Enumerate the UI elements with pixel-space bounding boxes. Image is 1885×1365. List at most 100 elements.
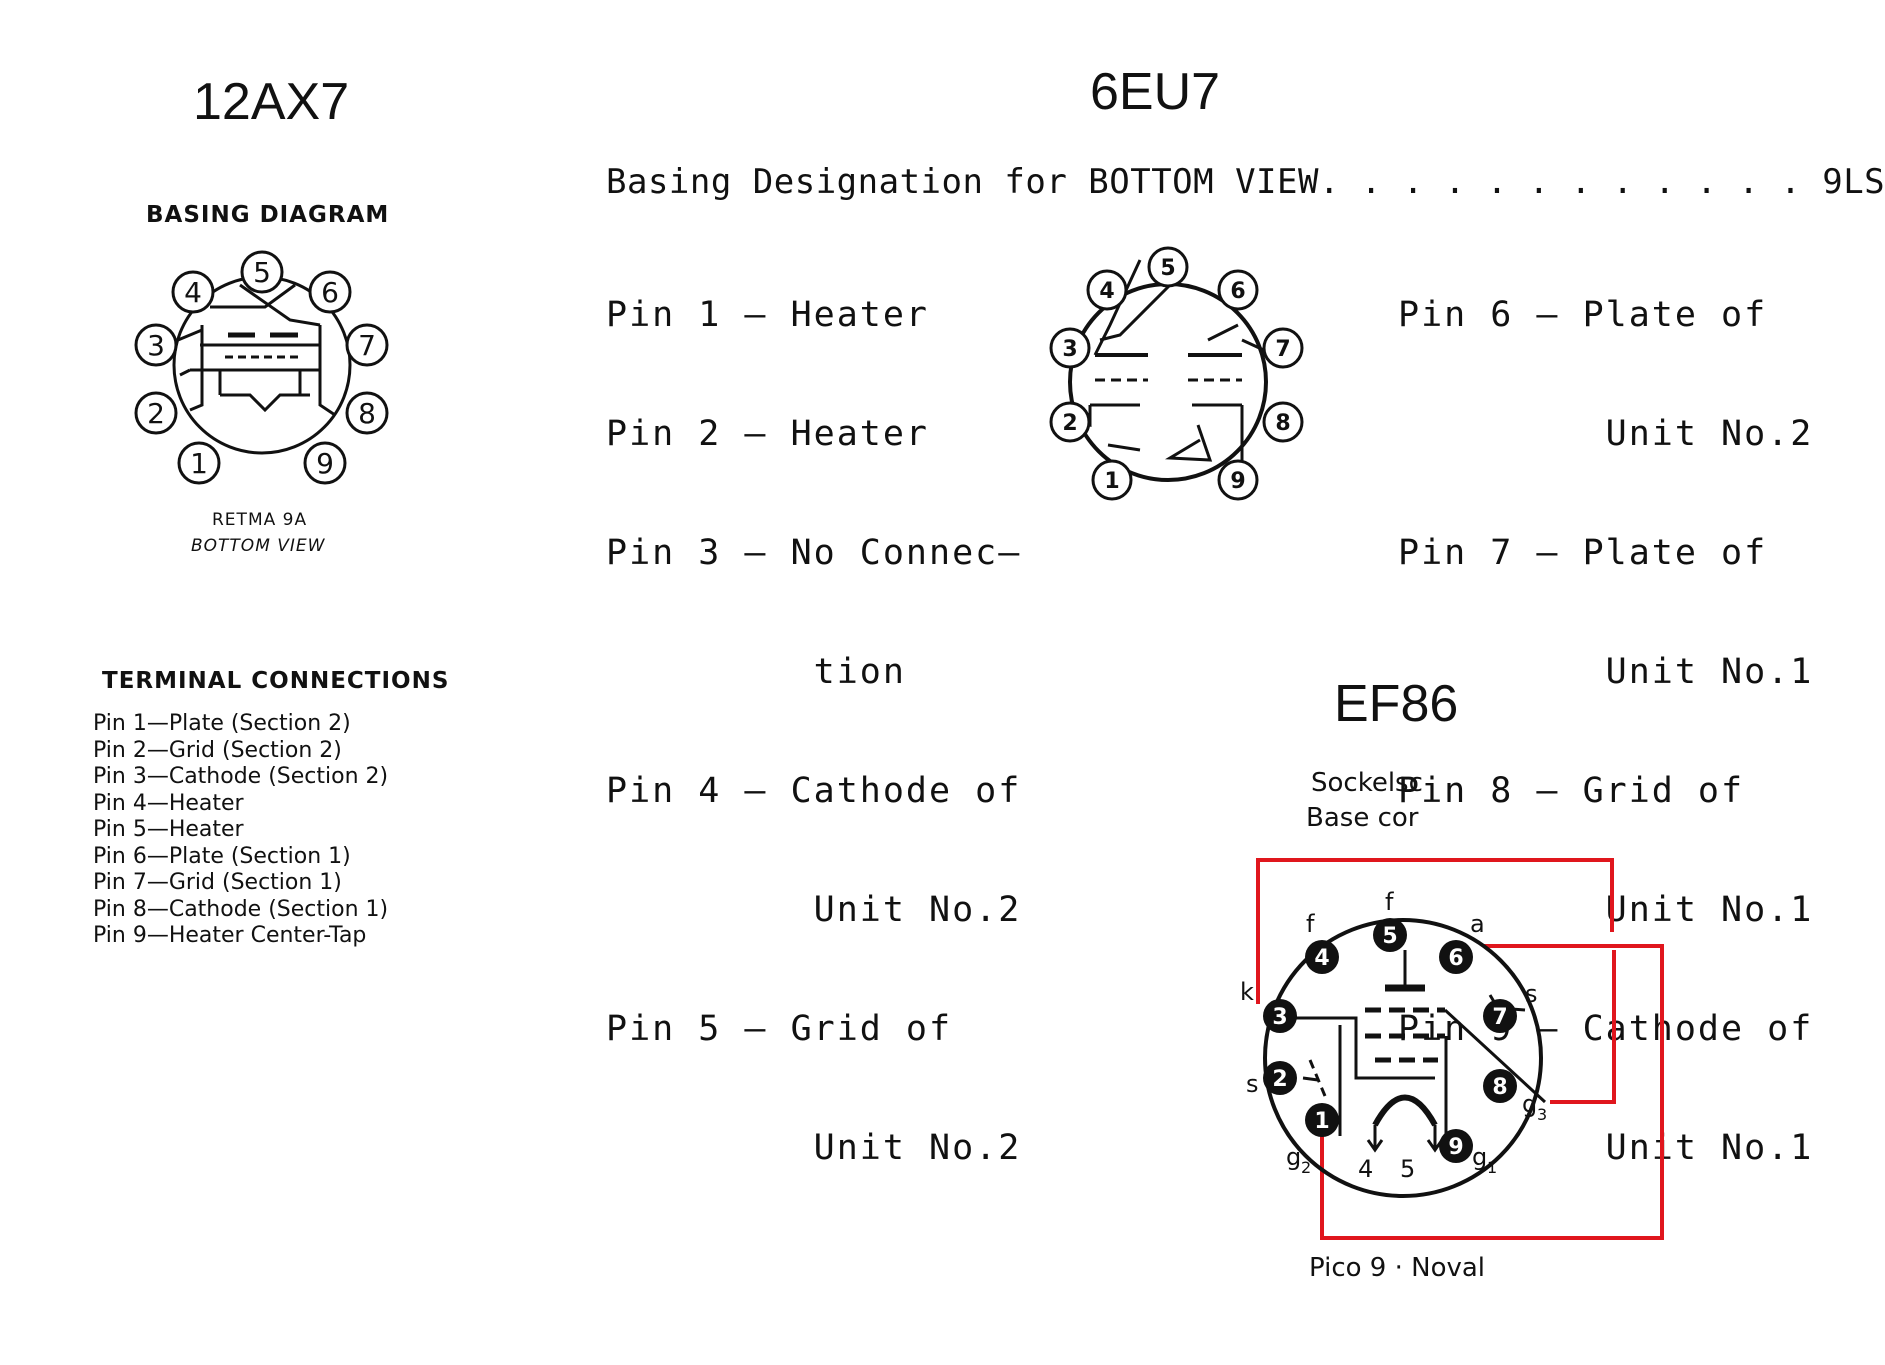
basing-designation-line: Basing Designation for BOTTOM VIEW. . . …: [606, 162, 1885, 202]
right-pin-line-2: Unit No.2: [1398, 414, 1814, 454]
pin-6-label: 6: [321, 276, 339, 309]
base-circle: [1068, 282, 1268, 482]
pin-4-label: 4: [1099, 279, 1114, 304]
pin-3: 3: [1049, 327, 1091, 369]
label-g2-sub: 2: [1301, 1158, 1311, 1177]
pin-6: 6: [1217, 269, 1259, 311]
pin-2-label: 2: [147, 397, 165, 430]
pin-7: 7: [1483, 999, 1517, 1033]
terminal-line-8: Pin 8—Cathode (Section 1): [93, 896, 389, 922]
pin-2: 2: [1049, 401, 1091, 443]
right-pin-line-5: Pin 8 – Grid of: [1398, 771, 1745, 811]
ef86-footer: Pico 9 · Noval: [1309, 1253, 1486, 1283]
terminal-line-9: Pin 9—Heater Center-Tap: [93, 923, 367, 948]
terminal-line-1: Pin 1—Plate (Section 2): [93, 711, 351, 736]
pin-list-left: Pin 1 – Heater Pin 2 – Heater Pin 3 – No…: [606, 216, 1021, 1248]
pin-9-label: 9: [1230, 469, 1245, 494]
pin-8: 8: [1483, 1069, 1517, 1103]
pin-6: 6: [308, 270, 352, 314]
left-pin-line-1: Pin 1 – Heater: [606, 295, 930, 335]
pin-6: 6: [1439, 940, 1473, 974]
pin-9: 9: [1217, 459, 1259, 501]
pin-3-label: 3: [1272, 1005, 1287, 1030]
label-g1-sub: 1: [1487, 1158, 1497, 1177]
bottom-view-caption: BOTTOM VIEW: [191, 536, 326, 556]
left-pin-line-6: Unit No.2: [606, 890, 1022, 930]
base-circle: [1263, 918, 1543, 1198]
pin-4: 4: [1305, 940, 1339, 974]
triode-elements: [177, 283, 336, 417]
title-12ax7: 12AX7: [193, 73, 350, 131]
pin-9: 9: [1439, 1129, 1473, 1163]
pin-7: 7: [345, 323, 389, 367]
base-label-line-1: Sockelsc: [1311, 768, 1423, 798]
pin-5: 5: [1373, 918, 1407, 952]
pin-5: 5: [1147, 246, 1189, 288]
right-pin-line-6: Unit No.1: [1398, 890, 1814, 930]
pin-7-label: 7: [1492, 1005, 1507, 1030]
right-pin-line-1: Pin 6 – Plate of: [1398, 295, 1768, 335]
terminal-line-3: Pin 3—Cathode (Section 2): [93, 764, 389, 789]
pin-4-label: 4: [184, 276, 202, 309]
terminal-line-5: Pin 5—Heater: [93, 817, 244, 842]
title-6eu7: 6EU7: [1090, 63, 1221, 121]
pin-9-label: 9: [1448, 1135, 1463, 1160]
pin-1-label: 1: [190, 447, 208, 480]
pin-4-label: 4: [1314, 946, 1329, 971]
pin-6-label: 6: [1448, 946, 1463, 971]
basing-diagram-12ax7: 1 2 3 4 5 6 7 8 9: [134, 250, 389, 485]
pin-4: 4: [171, 270, 215, 314]
red-jumper-wires: [1256, 858, 1664, 1240]
title-ef86: EF86: [1334, 675, 1459, 733]
pin-3-label: 3: [1062, 337, 1077, 362]
label-k: k: [1240, 978, 1254, 1006]
pin-5-label: 5: [1382, 924, 1397, 949]
pin-7-label: 7: [358, 329, 376, 362]
pin-8-label: 8: [1492, 1075, 1507, 1100]
terminal-connections-heading: TERMINAL CONNECTIONS: [102, 668, 450, 694]
pin-5: 5: [240, 250, 284, 294]
label-g3-sub: 3: [1537, 1105, 1547, 1124]
terminal-line-6: Pin 6—Plate (Section 1): [93, 843, 351, 869]
right-pin-line-3: Pin 7 – Plate of: [1398, 533, 1768, 573]
label-g3: g: [1522, 1090, 1537, 1118]
label-s-right: s: [1525, 980, 1538, 1008]
pin-7-label: 7: [1275, 337, 1290, 362]
pin-1: 1: [1091, 459, 1133, 501]
basing-diagram-heading: BASING DIAGRAM: [146, 202, 390, 228]
pin-8: 8: [345, 391, 389, 435]
pin-2-label: 2: [1062, 411, 1077, 436]
pin-8: 8: [1262, 401, 1304, 443]
pin-2: 2: [134, 391, 178, 435]
left-pin-line-7: Pin 5 – Grid of: [606, 1009, 953, 1049]
pin-9-label: 9: [316, 447, 334, 480]
basing-diagram-6eu7: 1 2 3 4 5 6 7 8 9: [1049, 246, 1304, 501]
retma-caption: RETMA 9A: [212, 510, 308, 530]
pin-1: 1: [177, 441, 221, 485]
pin-2: 2: [1263, 1061, 1297, 1095]
basing-diagram-ef86: 1 2 3 4 5 6 7 8 9 f f a k s s g 3 g 2 g …: [1240, 858, 1664, 1240]
pin-8-label: 8: [358, 397, 376, 430]
pin-1-label: 1: [1314, 1109, 1329, 1134]
left-pin-line-8: Unit No.2: [606, 1128, 1022, 1168]
label-s-left: s: [1246, 1070, 1259, 1098]
terminal-line-2: Pin 2—Grid (Section 2): [93, 737, 342, 763]
terminal-line-4: Pin 4—Heater: [93, 790, 244, 816]
pin-5-label: 5: [253, 256, 271, 289]
left-pin-line-5: Pin 4 – Cathode of: [606, 771, 1022, 811]
page: 12AX7 BASING DIAGRAM 1 2 3 4 5 6 7 8: [93, 63, 1885, 1283]
pin-3: 3: [1263, 999, 1297, 1033]
label-heater-5: 5: [1400, 1155, 1415, 1183]
pin-2-label: 2: [1272, 1067, 1287, 1092]
label-g1: g: [1472, 1143, 1487, 1171]
pin-4: 4: [1086, 269, 1128, 311]
pin-7: 7: [1262, 327, 1304, 369]
pin-1: 1: [1305, 1103, 1339, 1137]
pin-5-label: 5: [1160, 256, 1175, 281]
label-f-left: f: [1306, 910, 1315, 938]
right-pin-line-8: Unit No.1: [1398, 1128, 1814, 1168]
right-pin-line-4: Unit No.1: [1398, 652, 1814, 692]
pin-3: 3: [134, 323, 178, 367]
left-pin-line-4: tion: [606, 652, 906, 692]
left-pin-line-2: Pin 2 – Heater: [606, 414, 930, 454]
